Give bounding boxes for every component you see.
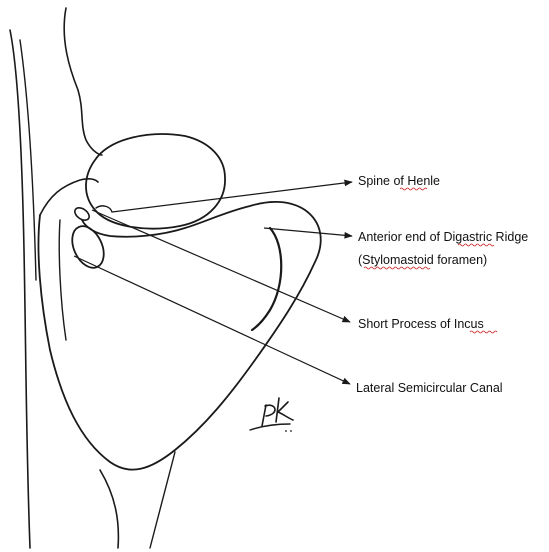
spellcheck-henle — [400, 188, 427, 190]
inner-curve — [59, 220, 66, 340]
spellcheck-digastric — [458, 244, 494, 246]
arrow-digastric-ridge — [264, 228, 352, 236]
upper-lobe — [86, 134, 225, 229]
label-digastric-ridge-line2: (Stylomastoid foramen) — [358, 253, 487, 267]
label-short-process: Short Process of Incus — [358, 317, 484, 331]
label-spine-of-henle: Spine of Henle — [358, 174, 440, 188]
lower-right-outline — [150, 452, 175, 548]
spine-of-henle-shape — [73, 205, 92, 222]
signature-pk — [250, 398, 293, 432]
meatus-left-wall — [40, 179, 98, 215]
spine-edge — [96, 206, 112, 212]
pinna-outline — [64, 8, 102, 155]
label-lateral-canal: Lateral Semicircular Canal — [356, 381, 503, 395]
digastric-ridge — [252, 228, 281, 330]
spellcheck-stylomastoid — [364, 267, 430, 269]
lower-outline — [100, 470, 118, 548]
arrow-spine-of-henle — [112, 182, 352, 212]
label-digastric-ridge-line1: Anterior end of Digastric Ridge — [358, 230, 528, 244]
outer-contour-left-inner — [20, 40, 36, 280]
arrow-short-process — [92, 210, 350, 322]
lateral-canal-shape — [66, 221, 110, 273]
spellcheck-incus — [470, 331, 497, 333]
